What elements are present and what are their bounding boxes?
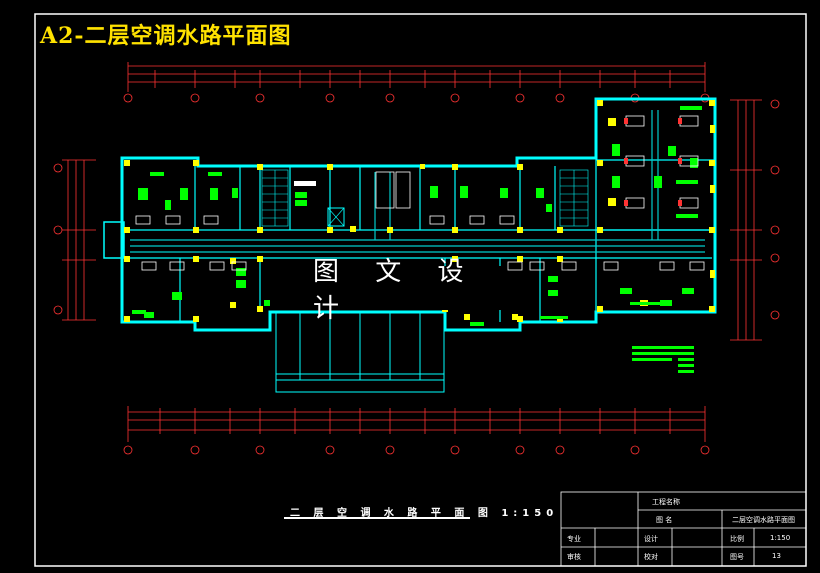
valves-red (624, 118, 682, 206)
water-pipes (130, 110, 705, 253)
tb-review-label: 审核 (567, 553, 581, 561)
structural-columns (124, 100, 715, 322)
bottom-axis-bubbles (123, 445, 710, 455)
page-title: A2-二层空调水路平面图 (40, 23, 292, 49)
tb-sheet-no-label: 图号 (730, 553, 744, 561)
tb-drawing-label: 图 名 (656, 516, 673, 524)
right-dimension-lines (730, 99, 762, 341)
tb-drawing-name: 二层空调水路平面图 (732, 516, 795, 524)
tb-scale-value: 1:150 (770, 534, 791, 542)
interior-walls (125, 158, 715, 322)
tb-project-name-label: 工程名称 (652, 498, 680, 506)
sheet-frame (34, 13, 807, 567)
tb-design-label: 设计 (644, 535, 658, 543)
tb-specialty-label: 专业 (567, 535, 581, 543)
left-entry (103, 221, 125, 259)
left-axis-bubbles (53, 163, 63, 315)
elevator (327, 207, 345, 227)
stair-right (559, 169, 589, 227)
entrance-canopy (275, 311, 445, 393)
drawing-title: 二 层 空 调 水 路 平 面 图 1:150 (290, 508, 559, 519)
stair-left (261, 169, 289, 227)
tb-scale-label: 比例 (730, 535, 744, 543)
bottom-dimension-lines (127, 406, 706, 442)
right-axis-bubbles (770, 99, 780, 320)
tb-checked-label: 校对 (644, 553, 658, 561)
building-outline (120, 97, 717, 332)
top-dimension-lines (127, 62, 706, 92)
left-dimension-lines (62, 159, 96, 321)
label-bar (294, 181, 316, 186)
fan-coil-units (132, 106, 702, 373)
tb-sheet-no-value: 13 (772, 552, 781, 560)
drawing-title-underline (284, 517, 470, 519)
